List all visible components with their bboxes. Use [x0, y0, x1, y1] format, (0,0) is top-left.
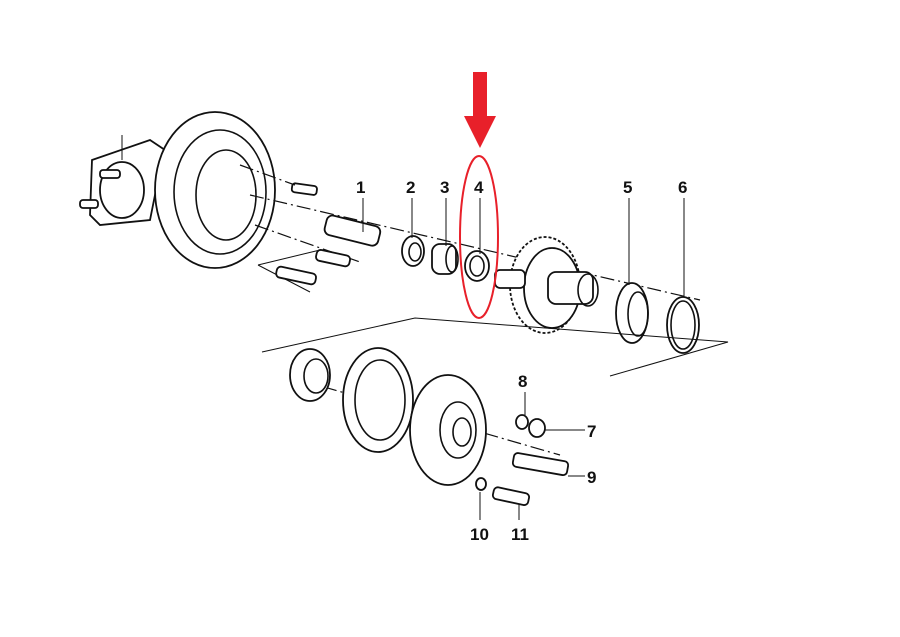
callout-2: 2 [406, 178, 415, 197]
final-drive-housing [79, 111, 318, 269]
callout-6: 6 [678, 178, 687, 197]
crown-gear [494, 236, 599, 334]
callout-3: 3 [440, 178, 449, 197]
callout-1: 1 [356, 178, 365, 197]
pin [275, 265, 317, 286]
part-3-bushing [431, 243, 457, 275]
part-7-nut [528, 418, 546, 438]
callout-5: 5 [623, 178, 632, 197]
leader-lines [362, 198, 685, 520]
callout-7: 7 [587, 422, 596, 441]
part-8-washer [515, 414, 529, 430]
part-11-bolt [491, 486, 530, 506]
highlight-ellipse [459, 155, 499, 319]
callout-8: 8 [518, 372, 527, 391]
part-9-bolt [511, 452, 570, 477]
callout-11: 11 [511, 525, 529, 544]
part-10-washer [475, 477, 487, 491]
plane-line [261, 317, 729, 377]
callout-4: 4 [474, 178, 484, 197]
differential-cover [409, 374, 487, 486]
axis-line [239, 164, 296, 186]
part-4-shim-ring [464, 250, 490, 282]
highlight-arrow-icon [464, 72, 496, 148]
axis-line [249, 194, 701, 301]
gasket [342, 347, 414, 453]
callout-10: 10 [470, 525, 489, 544]
oil-seal [289, 348, 331, 402]
axis-line [254, 224, 361, 263]
part-1-sleeve [323, 214, 382, 247]
pin [315, 249, 351, 268]
callout-9: 9 [587, 468, 596, 487]
